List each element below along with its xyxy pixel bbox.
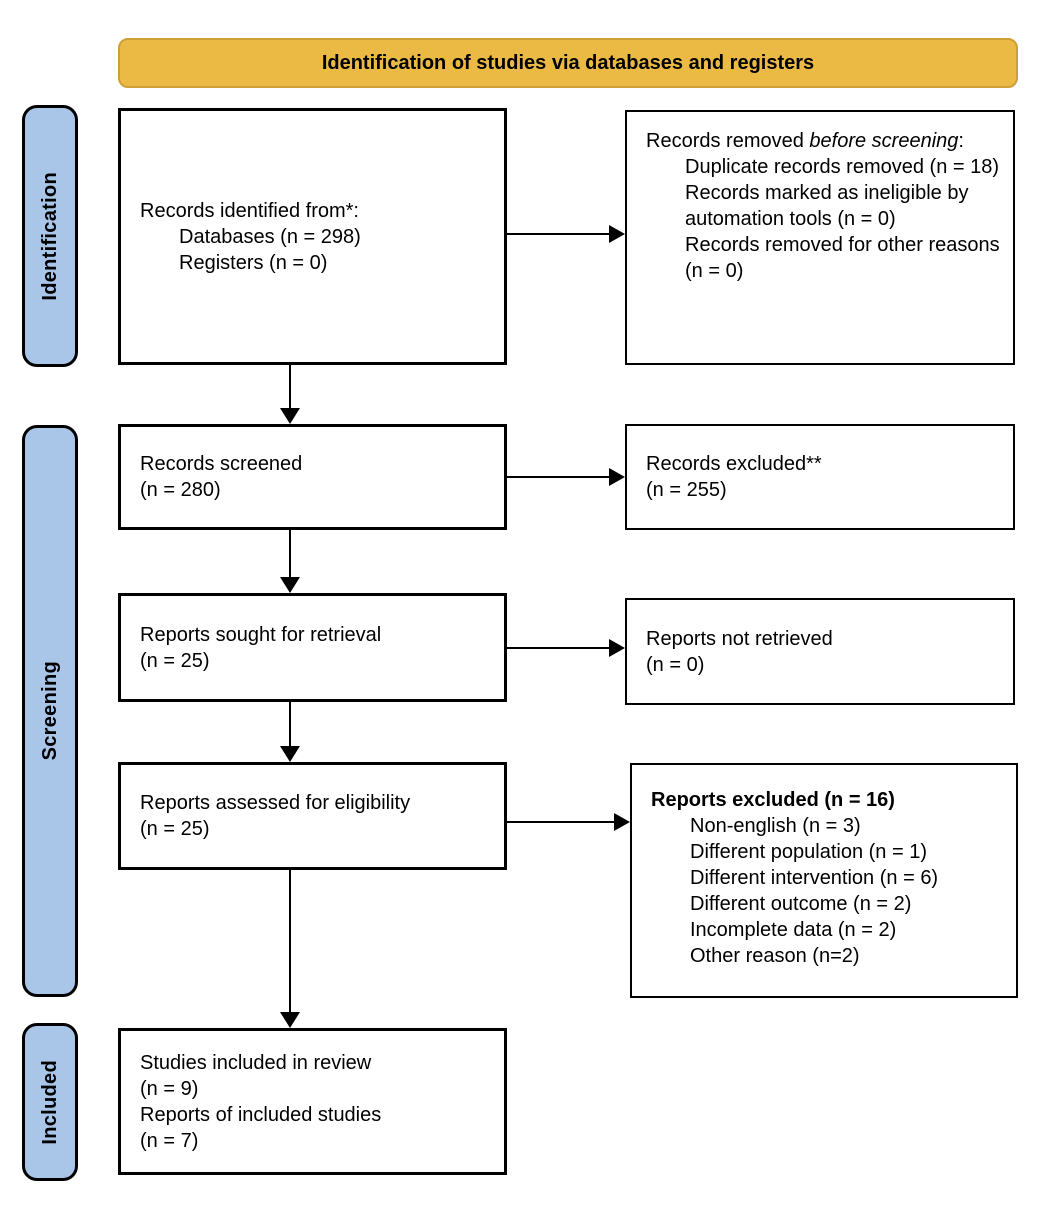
reports-excluded-item: Different population (n = 1) bbox=[690, 841, 928, 863]
records-screened-line1: Records screened bbox=[140, 453, 303, 475]
sidebar-screening: Screening bbox=[22, 425, 78, 997]
box-records-screened: Records screened (n = 280) bbox=[118, 424, 507, 530]
records-identified-item: Databases (n = 298) bbox=[179, 225, 361, 248]
records-excluded-line1: Records excluded** bbox=[646, 453, 822, 475]
reports-excluded-item: Different outcome (n = 2) bbox=[690, 893, 912, 915]
box-reports-excluded: Reports excluded (n = 16) Non-english (n… bbox=[630, 763, 1018, 998]
records-screened-line2: (n = 280) bbox=[140, 479, 221, 501]
reports-assessed-line1: Reports assessed for eligibility bbox=[140, 792, 411, 814]
reports-not-retrieved-line1: Reports not retrieved bbox=[646, 627, 833, 650]
records-removed-heading-prefix: Records removed bbox=[646, 130, 810, 152]
sidebar-identification-label: Identification bbox=[39, 171, 61, 301]
box-records-removed: Records removed before screening: Duplic… bbox=[625, 110, 1015, 365]
studies-included-line: (n = 7) bbox=[140, 1129, 199, 1152]
sidebar-screening-label: Screening bbox=[39, 661, 61, 761]
box-reports-assessed: Reports assessed for eligibility (n = 25… bbox=[118, 762, 507, 870]
sidebar-included: Included bbox=[22, 1023, 78, 1181]
records-removed-item: Duplicate records removed (n = 18) bbox=[685, 156, 1000, 178]
reports-excluded-item: Non-english (n = 3) bbox=[690, 815, 861, 837]
box-records-identified: Records identified from*: Databases (n =… bbox=[118, 108, 507, 365]
records-removed-heading: Records removed before screening: bbox=[646, 128, 1001, 154]
reports-excluded-item: Incomplete data (n = 2) bbox=[690, 919, 897, 941]
studies-included-line: (n = 9) bbox=[140, 1077, 199, 1100]
box-reports-sought: Reports sought for retrieval (n = 25) bbox=[118, 593, 507, 702]
sidebar-included-label: Included bbox=[39, 1059, 61, 1145]
sidebar-identification: Identification bbox=[22, 105, 78, 367]
reports-excluded-item: Different intervention (n = 6) bbox=[690, 867, 939, 889]
reports-excluded-item: Other reason (n=2) bbox=[690, 945, 860, 967]
studies-included-line: Reports of included studies bbox=[140, 1103, 382, 1126]
records-identified-heading: Records identified from*: bbox=[140, 199, 359, 222]
reports-sought-line2: (n = 25) bbox=[140, 649, 210, 672]
box-studies-included: Studies included in review (n = 9) Repor… bbox=[118, 1028, 507, 1175]
records-identified-item: Registers (n = 0) bbox=[179, 251, 328, 274]
box-reports-not-retrieved: Reports not retrieved (n = 0) bbox=[625, 598, 1015, 705]
box-records-excluded: Records excluded** (n = 255) bbox=[625, 424, 1015, 530]
records-excluded-line2: (n = 255) bbox=[646, 479, 727, 501]
reports-sought-line1: Reports sought for retrieval bbox=[140, 623, 382, 646]
records-removed-heading-suffix: : bbox=[958, 130, 964, 152]
records-removed-heading-italic: before screening bbox=[809, 130, 959, 152]
reports-not-retrieved-line2: (n = 0) bbox=[646, 653, 705, 676]
reports-excluded-heading: Reports excluded (n = 16) bbox=[651, 789, 895, 811]
records-removed-item: Records removed for other reasons (n = 0… bbox=[685, 234, 1000, 282]
reports-assessed-line2: (n = 25) bbox=[140, 818, 210, 840]
records-removed-item: Records marked as ineligible by automati… bbox=[685, 182, 969, 230]
banner: Identification of studies via databases … bbox=[118, 38, 1018, 88]
banner-title: Identification of studies via databases … bbox=[321, 52, 815, 74]
studies-included-line: Studies included in review bbox=[140, 1051, 372, 1074]
